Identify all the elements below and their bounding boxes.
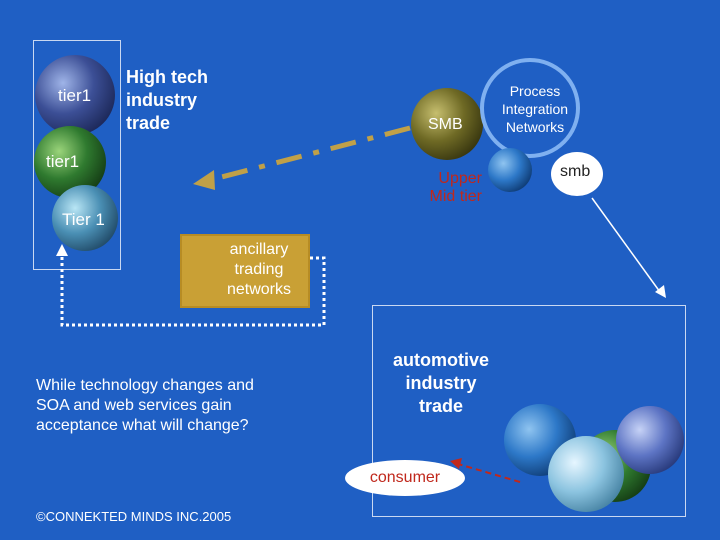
auto-circle-periwinkle bbox=[616, 406, 684, 474]
question-text: While technology changes and SOA and web… bbox=[36, 377, 254, 434]
smb-circle bbox=[411, 88, 483, 160]
consumer-oval bbox=[345, 460, 465, 496]
dotted-connector-line bbox=[60, 250, 326, 327]
automotive-label: automotive industry trade bbox=[392, 350, 489, 416]
tier1-mid-circle bbox=[34, 126, 106, 198]
red-arrow-head bbox=[450, 458, 462, 469]
process-to-auto-arrow-line bbox=[591, 197, 661, 293]
automotive-frame bbox=[372, 305, 686, 517]
tan-arrow-head bbox=[193, 170, 215, 190]
consumer-label: consumer bbox=[369, 469, 441, 486]
tier1-top-label: tier1 bbox=[58, 86, 92, 105]
small-blue-circle bbox=[488, 148, 532, 192]
tier-column-frame bbox=[33, 40, 121, 270]
tier1-low-label: Tier 1 bbox=[62, 210, 105, 229]
smb-small-label: smb bbox=[560, 163, 591, 180]
tier1-mid-label: tier1 bbox=[46, 152, 80, 171]
tier1-top-circle bbox=[35, 55, 115, 135]
red-dashed-arrow-line bbox=[457, 463, 521, 483]
process-integration-label: Process Integration Networks bbox=[501, 83, 569, 135]
smb-label: SMB bbox=[428, 116, 463, 133]
upper-mid-label: Upper Mid tier bbox=[429, 170, 482, 205]
tan-dashed-arrow-line bbox=[209, 125, 411, 183]
auto-circle-light bbox=[548, 436, 624, 512]
dotted-connector-arrow-head bbox=[56, 244, 68, 256]
smb-oval bbox=[551, 152, 603, 196]
process-integration-ring bbox=[480, 58, 580, 158]
process-to-auto-arrow-head bbox=[655, 285, 666, 298]
high-tech-label: High tech industry trade bbox=[126, 67, 209, 133]
copyright-text: ©CONNEKTED MINDS INC.2005 bbox=[36, 509, 232, 524]
ancillary-trading-box bbox=[180, 234, 310, 308]
tier1-low-circle bbox=[52, 185, 118, 251]
ancillary-label: ancillary trading networks bbox=[226, 241, 292, 298]
